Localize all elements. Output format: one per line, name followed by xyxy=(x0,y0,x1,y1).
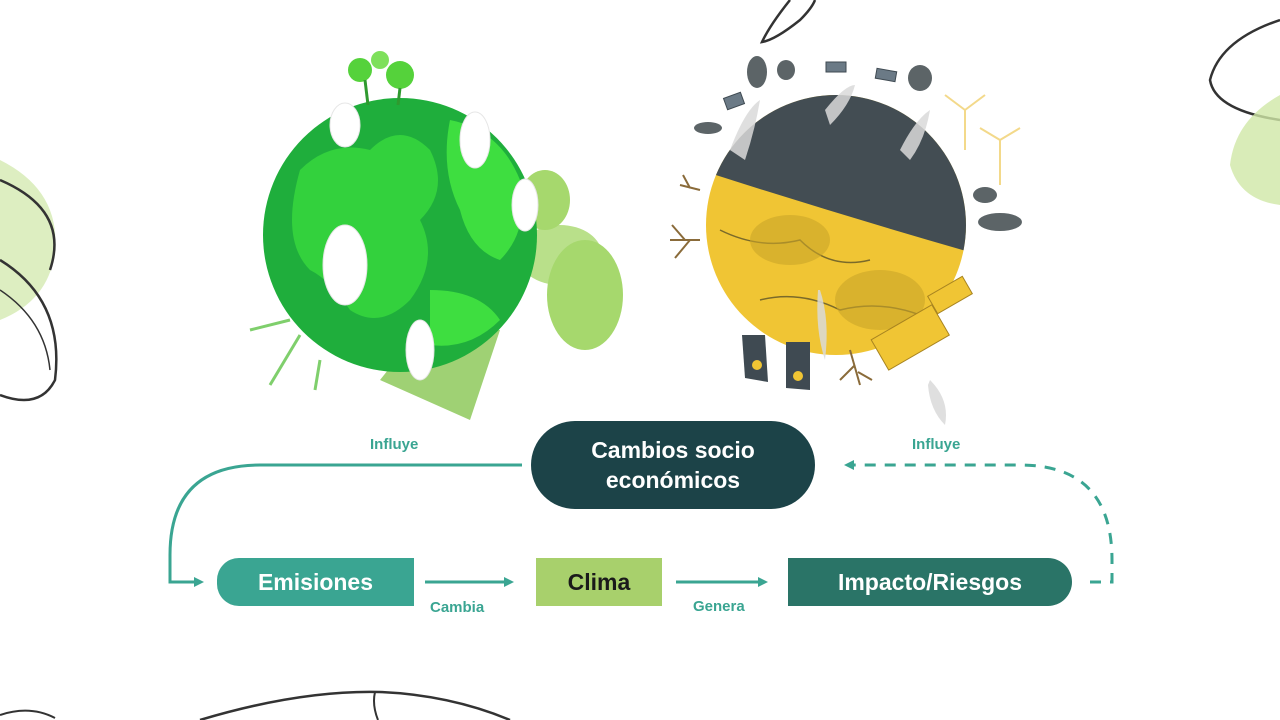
edge-label-genera: Genera xyxy=(693,598,745,615)
arrow-influye-left xyxy=(168,463,522,587)
tree-icon xyxy=(694,56,1022,231)
node-label-line: económicos xyxy=(605,467,741,493)
windmill-icon xyxy=(249,318,322,391)
edge-label-cambia: Cambia xyxy=(430,599,485,616)
edge-label-influye-left: Influye xyxy=(370,436,419,453)
solar-panel-icon xyxy=(722,61,898,111)
smoke-icon xyxy=(730,85,946,425)
flower-icon xyxy=(348,51,414,106)
leaf-bottom-icon xyxy=(0,690,511,720)
edge-label-influye-right: Influye xyxy=(912,436,961,453)
leaf-left-icon xyxy=(0,160,58,402)
leaf-top-center-icon xyxy=(759,0,817,44)
node-clima: Clima xyxy=(536,558,662,606)
cloud-icon xyxy=(322,102,539,381)
leaf-top-right-icon xyxy=(1208,18,1280,205)
node-emisiones: Emisiones xyxy=(217,558,414,606)
nuclear-tower-icon xyxy=(742,335,810,390)
tree-canopy-icon xyxy=(547,240,623,350)
arrow-influye-right xyxy=(844,460,1114,584)
node-cambios-socio-economicos: Cambios socio económicos xyxy=(531,421,815,509)
continent-icon xyxy=(430,290,500,346)
wind-turbine-icon xyxy=(944,94,1021,185)
factory-icon xyxy=(870,275,974,371)
node-impacto-riesgos: Impacto/Riesgos xyxy=(788,558,1072,606)
dead-tree-icon xyxy=(670,174,873,386)
node-label-line: Cambios socio xyxy=(591,437,755,463)
